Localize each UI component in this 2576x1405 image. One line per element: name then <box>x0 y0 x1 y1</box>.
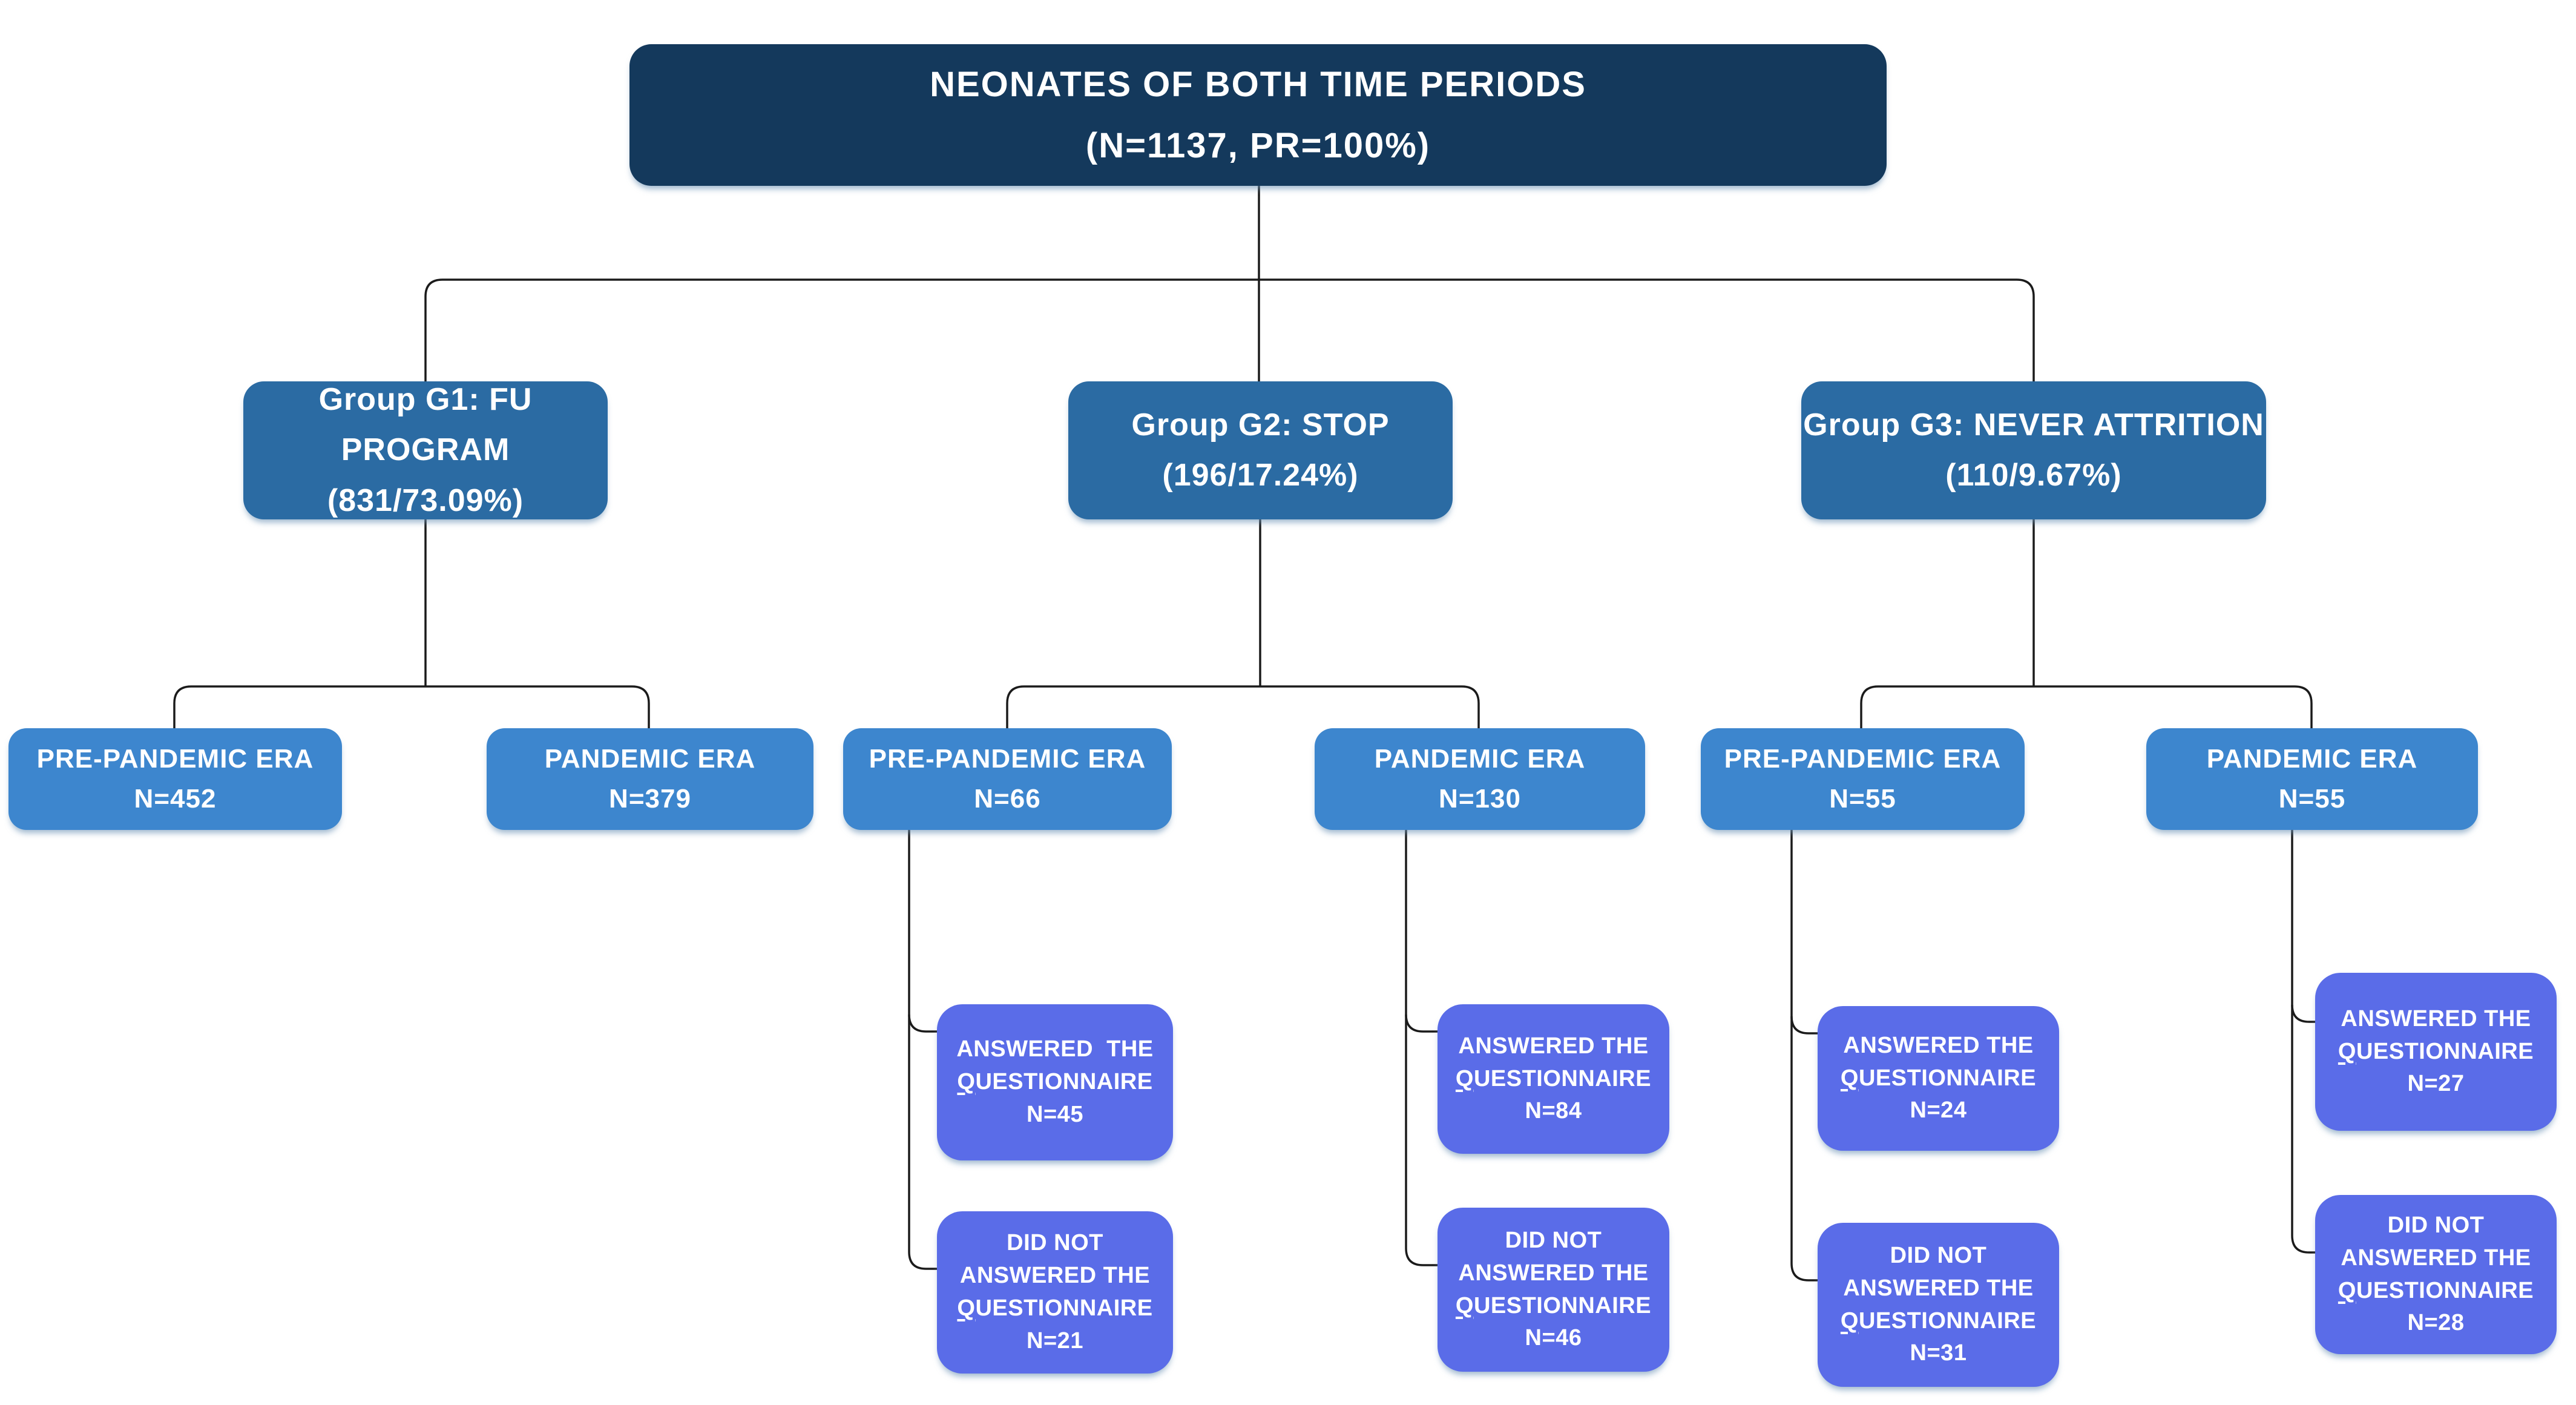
connector-g2-to-pandemic <box>1260 685 1480 728</box>
node-group-g1-label: Group G1: FU PROGRAM(831/73.09%) <box>318 382 542 518</box>
node-group-g2: Group G2: STOP(196/17.24%) <box>1068 381 1453 519</box>
connector-root-to-g3 <box>1259 278 2035 381</box>
connector-g2pan-to-answered <box>1405 1014 1438 1033</box>
connector-g2pre-to-answered <box>908 1014 937 1033</box>
connector-g3-to-pandemic <box>2034 685 2313 728</box>
node-group-g3: Group G3: NEVER ATTRITION(110/9.67%) <box>1801 381 2266 519</box>
connector-g3pan-to-didnot <box>2291 830 2315 1254</box>
connector-g1-to-pandemic <box>426 685 650 728</box>
connector-g1-to-prepandemic <box>173 685 426 728</box>
connector-g3pre-to-didnot <box>1790 830 1818 1282</box>
node-group-g1: Group G1: FU PROGRAM(831/73.09%) <box>243 381 608 519</box>
connector-g3pre-to-answered <box>1790 1016 1818 1035</box>
node-group-g2-label: Group G2: STOP(196/17.24%) <box>1131 407 1390 493</box>
node-neonates-root: NEONATES OF BOTH TIME PERIODS(N=1137, PR… <box>629 44 1887 186</box>
connector-root-to-g1 <box>424 278 1259 381</box>
connector-g3-to-prepandemic <box>1860 685 2034 728</box>
connector-g2pan-to-didnot <box>1405 830 1438 1266</box>
connector-g2-to-prepandemic <box>1006 685 1260 728</box>
connector-g2pre-to-didnot <box>908 830 937 1270</box>
connector-g3pan-to-answered <box>2291 1004 2315 1023</box>
node-group-g3-label: Group G3: NEVER ATTRITION(110/9.67%) <box>1803 407 2264 493</box>
node-neonates-root-label: NEONATES OF BOTH TIME PERIODS(N=1137, PR… <box>930 64 1586 166</box>
